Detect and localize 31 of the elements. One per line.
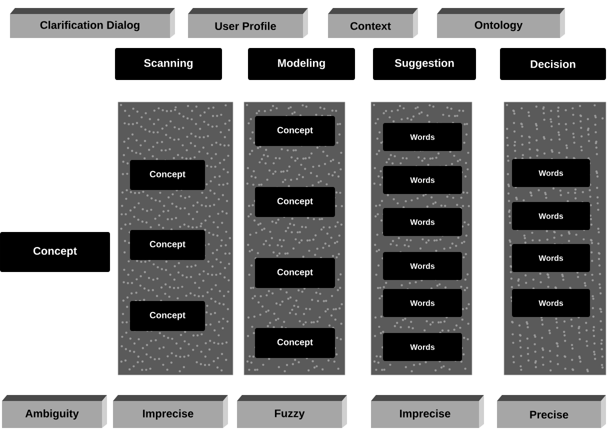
bevelled-label-block: User Profile: [188, 8, 308, 38]
concept-box: Concept: [130, 160, 205, 190]
bevelled-label-block: Fuzzy: [237, 395, 347, 428]
words-box: Words: [512, 202, 590, 230]
bevelled-label-block: Precise: [497, 395, 606, 428]
concept-box: Concept: [130, 230, 205, 260]
bevelled-label-block: Ontology: [437, 8, 565, 38]
words-box: Words: [383, 123, 462, 151]
bevelled-label-block: Context: [328, 8, 418, 38]
stage-header: Suggestion: [373, 48, 476, 80]
words-box: Words: [383, 289, 462, 317]
words-box: Words: [383, 252, 462, 280]
bevelled-label-block: Clarification Dialog: [10, 8, 175, 38]
concept-box: Concept: [255, 328, 335, 358]
bevelled-label-block: Imprecise: [371, 395, 484, 428]
words-box: Words: [512, 159, 590, 187]
concept-box: Concept: [255, 187, 335, 217]
stage-header: Scanning: [115, 48, 222, 80]
words-box: Words: [383, 208, 462, 236]
words-box: Words: [383, 166, 462, 194]
concept-box: Concept: [130, 301, 205, 331]
stage-header: Decision: [500, 48, 606, 80]
bevelled-label-block: Ambiguity: [2, 395, 107, 428]
stage-header: Modeling: [248, 48, 355, 80]
concept-box: Concept: [255, 116, 335, 146]
bevelled-label-block: Imprecise: [113, 395, 228, 428]
stage-header: Concept: [0, 232, 110, 272]
concept-box: Concept: [255, 258, 335, 288]
words-box: Words: [512, 244, 590, 272]
words-box: Words: [512, 289, 590, 317]
words-box: Words: [383, 333, 462, 361]
